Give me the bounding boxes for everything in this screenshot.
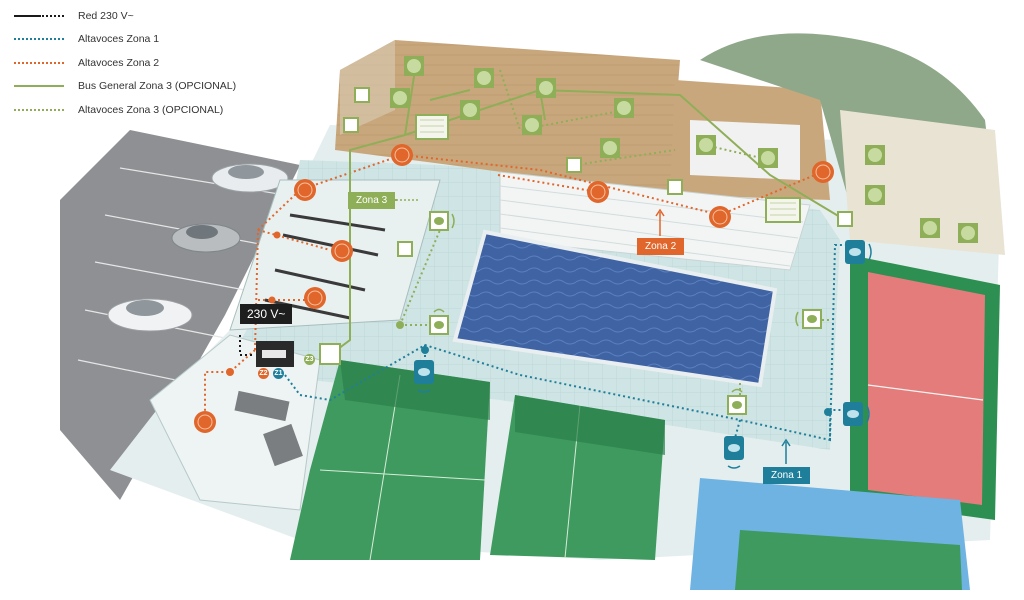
ceiling-speaker-icon bbox=[391, 144, 413, 166]
ceiling-speaker-icon bbox=[587, 181, 609, 203]
wall-speaker-icon bbox=[429, 211, 455, 231]
zone1-speakers bbox=[414, 240, 872, 469]
ceiling-speaker-icon bbox=[522, 115, 542, 135]
ceiling-speaker-icon bbox=[294, 179, 316, 201]
zone3-amplifier bbox=[319, 343, 341, 365]
zone2-nodes bbox=[226, 231, 281, 376]
zone2-speakers bbox=[194, 144, 834, 433]
zone1-arrow bbox=[781, 438, 791, 464]
speaker-panel-icon bbox=[765, 197, 801, 223]
zone1-badge: Z1 bbox=[273, 368, 284, 379]
mini-court bbox=[735, 530, 962, 590]
gym-room bbox=[335, 40, 680, 190]
ceiling-speaker-icon bbox=[600, 138, 620, 158]
ceiling-speaker-icon bbox=[536, 78, 556, 98]
zone1-tag: Zona 1 bbox=[763, 467, 811, 484]
ceiling-speaker-icon bbox=[460, 100, 480, 120]
wall-speaker-icon bbox=[727, 388, 747, 415]
ceiling-speaker-icon bbox=[920, 218, 940, 238]
zone2-arrow bbox=[655, 208, 665, 236]
ceiling-speaker-icon bbox=[304, 287, 326, 309]
ceiling-speaker-icon bbox=[404, 56, 424, 76]
control-keypad-icon bbox=[343, 117, 359, 133]
car-2 bbox=[171, 223, 241, 253]
control-keypad-icon bbox=[354, 87, 370, 103]
sofa-1 bbox=[234, 390, 290, 422]
wall-speaker-icon bbox=[795, 309, 822, 329]
zone2-tag: Zona 2 bbox=[637, 238, 685, 255]
car-3 bbox=[107, 298, 193, 332]
zone3-badge: Z3 bbox=[304, 354, 315, 365]
sofa-2 bbox=[263, 423, 303, 467]
legend: Red 230 V~ Altavoces Zona 1 Altavoces Zo… bbox=[14, 4, 236, 122]
legend-item-zone3-speakers: Altavoces Zona 3 (OPCIONAL) bbox=[14, 98, 236, 122]
power-line bbox=[239, 335, 255, 356]
legend-label: Bus General Zona 3 (OPCIONAL) bbox=[78, 80, 237, 93]
legend-label: Altavoces Zona 2 bbox=[78, 56, 160, 69]
car-1 bbox=[211, 163, 289, 193]
bleachers bbox=[499, 171, 811, 271]
zone3-keypads bbox=[343, 87, 853, 257]
amplifier-unit bbox=[256, 341, 341, 367]
zone2-badge: Z2 bbox=[258, 368, 269, 379]
zone1-nodes bbox=[421, 346, 832, 416]
ceiling-speaker-icon bbox=[331, 240, 353, 262]
control-keypad-icon bbox=[667, 179, 683, 195]
control-keypad-icon bbox=[397, 241, 413, 257]
swimming-pool bbox=[452, 229, 778, 388]
ceiling-speaker-icon bbox=[812, 161, 834, 183]
legend-label: Altavoces Zona 1 bbox=[78, 33, 160, 46]
zone3-panels bbox=[415, 114, 801, 223]
outdoor-speaker-icon bbox=[724, 436, 744, 469]
ceiling-speaker-icon bbox=[865, 145, 885, 165]
zone3-nodes bbox=[396, 321, 404, 329]
legend-item-zone1: Altavoces Zona 1 bbox=[14, 28, 236, 52]
wall-speaker-icon bbox=[429, 308, 449, 335]
outdoor-speaker-icon bbox=[843, 402, 870, 426]
legend-label: Altavoces Zona 3 (OPCIONAL) bbox=[78, 103, 224, 116]
ceiling-speaker-icon bbox=[474, 68, 494, 88]
ceiling-speaker-icon bbox=[958, 223, 978, 243]
legend-label: Red 230 V~ bbox=[78, 9, 134, 22]
outdoor-speaker-icon bbox=[414, 360, 434, 393]
power-tag: 230 V~ bbox=[240, 304, 293, 324]
ceiling-speaker-icon bbox=[614, 98, 634, 118]
zone3-wall-speakers bbox=[429, 211, 822, 415]
ceiling-speaker-icon bbox=[709, 206, 731, 228]
lockers bbox=[264, 213, 386, 320]
zone3-speakers bbox=[390, 56, 978, 243]
ceiling-speaker-icon bbox=[865, 185, 885, 205]
zone1-network bbox=[284, 244, 855, 442]
ceiling-speaker-icon bbox=[390, 88, 410, 108]
legend-item-zone2: Altavoces Zona 2 bbox=[14, 51, 236, 75]
legend-item-zone3-bus: Bus General Zona 3 (OPCIONAL) bbox=[14, 75, 236, 99]
control-keypad-icon bbox=[837, 211, 853, 227]
ceiling-speaker-icon bbox=[758, 148, 778, 168]
ceiling-speaker-icon bbox=[194, 411, 216, 433]
outdoor-speaker-icon bbox=[845, 240, 872, 264]
control-keypad-icon bbox=[566, 157, 582, 173]
legend-item-power: Red 230 V~ bbox=[14, 4, 236, 28]
speaker-panel-icon bbox=[415, 114, 449, 140]
ceiling-speaker-icon bbox=[696, 135, 716, 155]
zone3-tag: Zona 3 bbox=[348, 192, 396, 209]
